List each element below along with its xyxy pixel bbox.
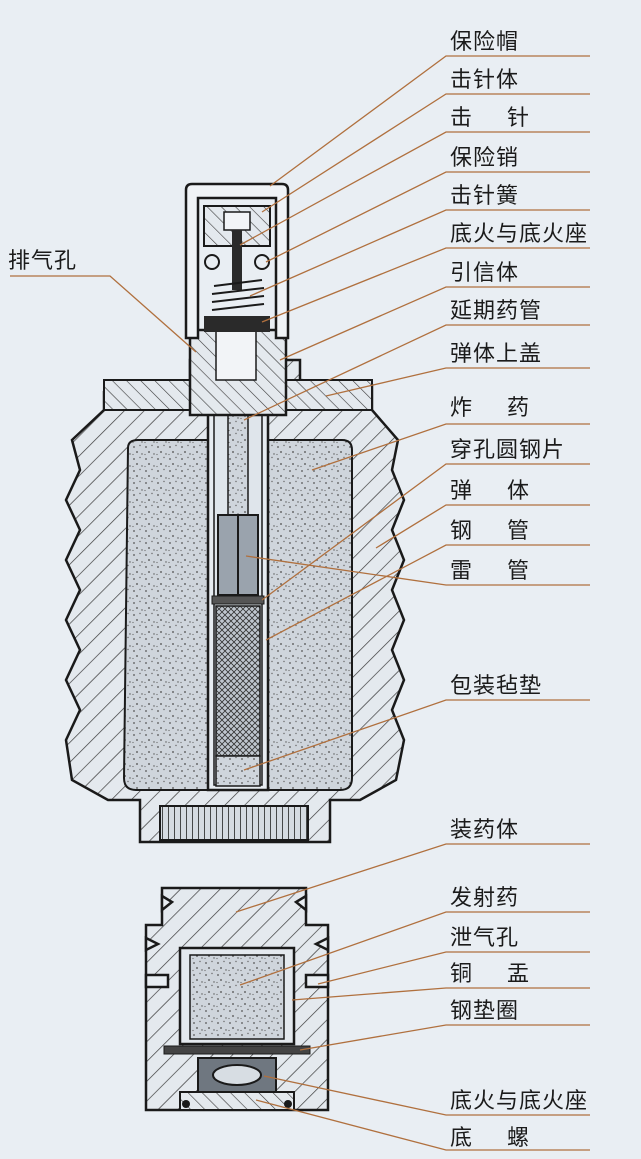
leader-line (239, 911, 590, 986)
steel-washer-shape (163, 1045, 311, 1055)
leader-line (265, 544, 590, 641)
label-perforated-disc: 穿孔圆钢片 (450, 438, 566, 463)
leader-line (375, 504, 590, 549)
leader-line (325, 367, 590, 397)
leader-line (291, 987, 590, 1001)
label-detonator: 雷 管 (450, 559, 543, 584)
leader-line (235, 843, 590, 913)
leader-line (317, 951, 590, 985)
propellant-shape (189, 954, 285, 1040)
label-firing-pin-spring: 击针簧 (450, 184, 520, 209)
label-firing-pin: 击 针 (450, 106, 543, 131)
leader-lines (10, 55, 590, 1151)
felt-pad-shape (215, 755, 261, 787)
leader-line (255, 1099, 590, 1151)
lower-assembly (144, 886, 330, 1112)
label-projectile-body: 弹 体 (450, 479, 543, 504)
safety-cap-shape (184, 182, 290, 340)
label-body-cover: 弹体上盖 (450, 342, 543, 367)
label-explosive: 炸 药 (450, 396, 543, 421)
label-copper-cup: 铜 盂 (450, 962, 543, 987)
leader-line (261, 93, 590, 213)
label-safety-cap: 保险帽 (450, 30, 520, 55)
label-primer-seat-bottom: 底火与底火座 (450, 1089, 589, 1114)
label-exhaust-hole: 排气孔 (8, 249, 78, 274)
leader-line (243, 324, 590, 421)
label-delay-tube: 延期药管 (450, 299, 543, 324)
firing-pin-shape (232, 230, 242, 290)
leader-line (269, 55, 590, 187)
label-primer-seat-top: 底火与底火座 (450, 222, 589, 247)
leader-line (261, 247, 590, 323)
safety-pin-right (254, 254, 270, 270)
leader-line (263, 1075, 590, 1116)
leader-line (299, 1024, 590, 1051)
leader-line (249, 209, 590, 297)
body-thread (159, 805, 309, 841)
leader-line (279, 286, 590, 361)
leader-line (261, 463, 590, 601)
leader-line (311, 423, 590, 471)
leader-line (243, 699, 590, 771)
label-fuze-body: 引信体 (450, 261, 520, 286)
label-steel-washer: 钢垫圈 (450, 999, 520, 1024)
label-steel-tube: 钢 管 (450, 519, 543, 544)
label-firing-pin-body: 击针体 (450, 68, 520, 93)
leader-line (239, 131, 590, 246)
upper-assembly (64, 182, 406, 844)
tube-charge-shape (215, 605, 261, 757)
leader-line (245, 555, 590, 586)
label-base-screw: 底 螺 (450, 1126, 543, 1151)
label-charge-body: 装药体 (450, 818, 520, 843)
leader-line (10, 275, 197, 353)
firing-pin-spring-shape (211, 279, 265, 311)
label-felt-pad: 包装毡垫 (450, 674, 543, 699)
perforated-disc-shape (211, 595, 265, 605)
base-screw-shape (179, 1091, 295, 1111)
label-propellant: 发射药 (450, 886, 520, 911)
primer-seat-top-shape (204, 316, 270, 332)
label-safety-pin: 保险销 (450, 146, 520, 171)
leader-line (265, 171, 590, 263)
label-vent-hole: 泄气孔 (450, 926, 520, 951)
safety-pin-left (204, 254, 220, 270)
